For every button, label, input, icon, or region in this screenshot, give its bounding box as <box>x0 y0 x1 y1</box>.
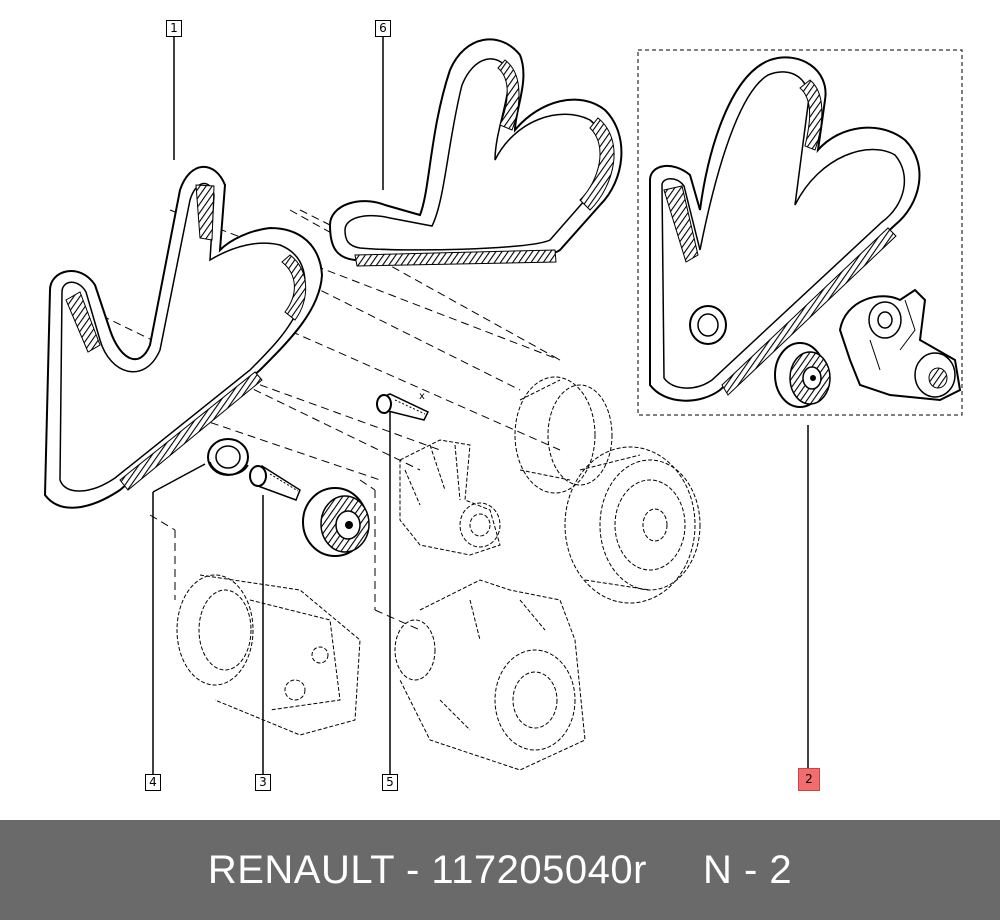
ghost-compressor <box>176 574 361 736</box>
callout-2-highlighted: 2 <box>798 768 820 791</box>
ghost-alternator <box>394 579 586 771</box>
callout-1: 1 <box>166 20 182 37</box>
axis-mark-text: x <box>419 391 425 402</box>
callout-3: 3 <box>255 774 271 791</box>
footer-banner: RENAULT - 117205040r N - 2 <box>0 820 1000 920</box>
spacer-ring-part-4 <box>207 438 249 476</box>
bolt-part-5 <box>376 393 430 421</box>
belt-part-1 <box>43 165 324 509</box>
kit-idler-pulley <box>774 342 831 408</box>
kit-frame-part-2 <box>637 49 963 416</box>
bolt-part-3 <box>249 465 301 501</box>
exploded-parts-diagram: x <box>43 36 963 775</box>
leader-lines <box>152 36 809 775</box>
belt-part-6 <box>328 38 623 267</box>
callout-5: 5 <box>382 774 398 791</box>
ghost-pulleys <box>514 376 701 604</box>
idler-pulley <box>302 487 370 557</box>
diagram-reference-label: N - 2 <box>702 847 793 892</box>
ghost-tensioner <box>399 439 501 556</box>
part-number-label: RENAULT - 117205040r <box>207 847 647 892</box>
kit-ring <box>689 305 727 345</box>
kit-tensioner <box>838 288 962 402</box>
callout-6: 6 <box>375 20 391 37</box>
callout-4: 4 <box>145 774 161 791</box>
